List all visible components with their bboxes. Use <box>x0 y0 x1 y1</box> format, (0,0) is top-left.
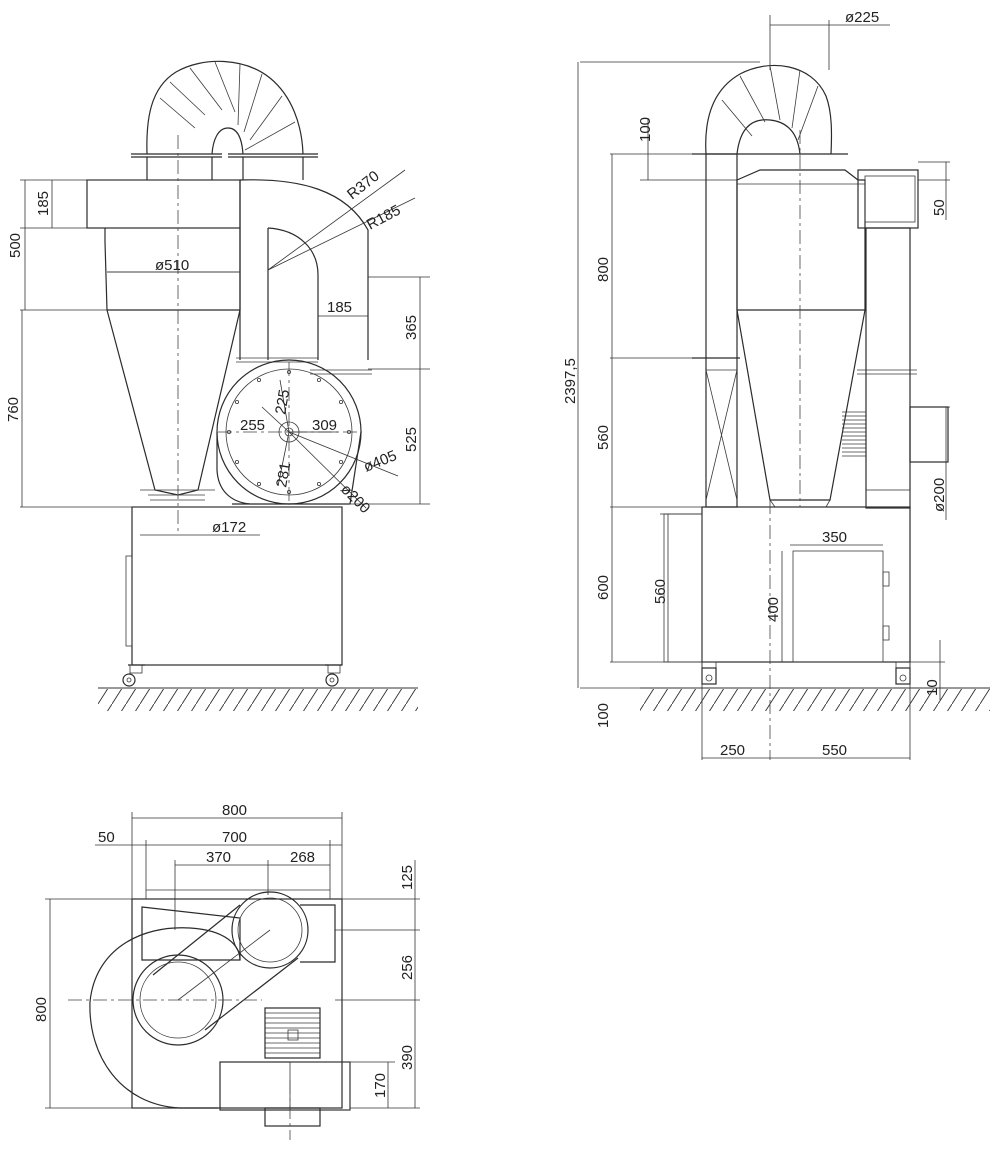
side-label-560: 560 <box>595 425 612 450</box>
front-label-185: 185 <box>35 191 52 216</box>
foot-left <box>701 661 717 685</box>
top-label-125: 125 <box>399 865 416 890</box>
top-view: 800 50 700 370 268 125 256 800 390 170 <box>33 802 420 1140</box>
top-label-268: 268 <box>290 849 315 866</box>
side-label-d225: ø225 <box>845 9 879 26</box>
front-label-760: 760 <box>5 397 22 422</box>
top-label-700: 700 <box>222 829 247 846</box>
side-label-50: 50 <box>931 199 948 216</box>
front-label-225: 225 <box>272 388 293 416</box>
front-label-d172: ø172 <box>212 519 246 536</box>
top-label-370: 370 <box>206 849 231 866</box>
side-label-2397: 2397,5 <box>562 358 579 404</box>
top-label-800: 800 <box>222 802 247 819</box>
top-label-390: 390 <box>399 1045 416 1070</box>
front-label-d405: ø405 <box>361 447 399 476</box>
front-label-185b: 185 <box>327 299 352 316</box>
front-label-r185: R185 <box>364 202 404 234</box>
top-label-800b: 800 <box>33 997 50 1022</box>
side-label-560b: 560 <box>652 579 669 604</box>
side-label-100: 100 <box>637 117 654 142</box>
side-label-250: 250 <box>720 742 745 759</box>
wheel-right <box>325 664 342 687</box>
side-label-550: 550 <box>822 742 847 759</box>
side-label-800: 800 <box>595 257 612 282</box>
front-label-365: 365 <box>403 315 420 340</box>
front-label-d510: ø510 <box>155 257 189 274</box>
side-label-600: 600 <box>595 575 612 600</box>
wheel-left <box>122 664 145 687</box>
side-label-100b: 100 <box>595 703 612 728</box>
side-label-350: 350 <box>822 529 847 546</box>
top-label-50: 50 <box>98 829 115 846</box>
side-label-d200: ø200 <box>931 478 948 512</box>
front-label-500: 500 <box>7 233 24 258</box>
top-label-256: 256 <box>399 955 416 980</box>
front-view: 185 500 760 R370 R185 ø510 185 365 525 2… <box>5 60 430 711</box>
side-label-400: 400 <box>765 597 782 622</box>
top-label-170: 170 <box>372 1073 389 1098</box>
side-view: ø225 100 50 800 2397,5 560 ø200 350 600 … <box>562 9 990 760</box>
front-label-525: 525 <box>403 427 420 452</box>
front-label-281: 281 <box>273 461 294 489</box>
side-label-10: 10 <box>924 679 941 696</box>
front-label-d200: ø200 <box>337 481 373 517</box>
front-label-r370: R370 <box>344 168 383 203</box>
front-label-309: 309 <box>312 417 337 434</box>
foot-right <box>895 661 911 685</box>
front-label-255: 255 <box>240 417 265 434</box>
